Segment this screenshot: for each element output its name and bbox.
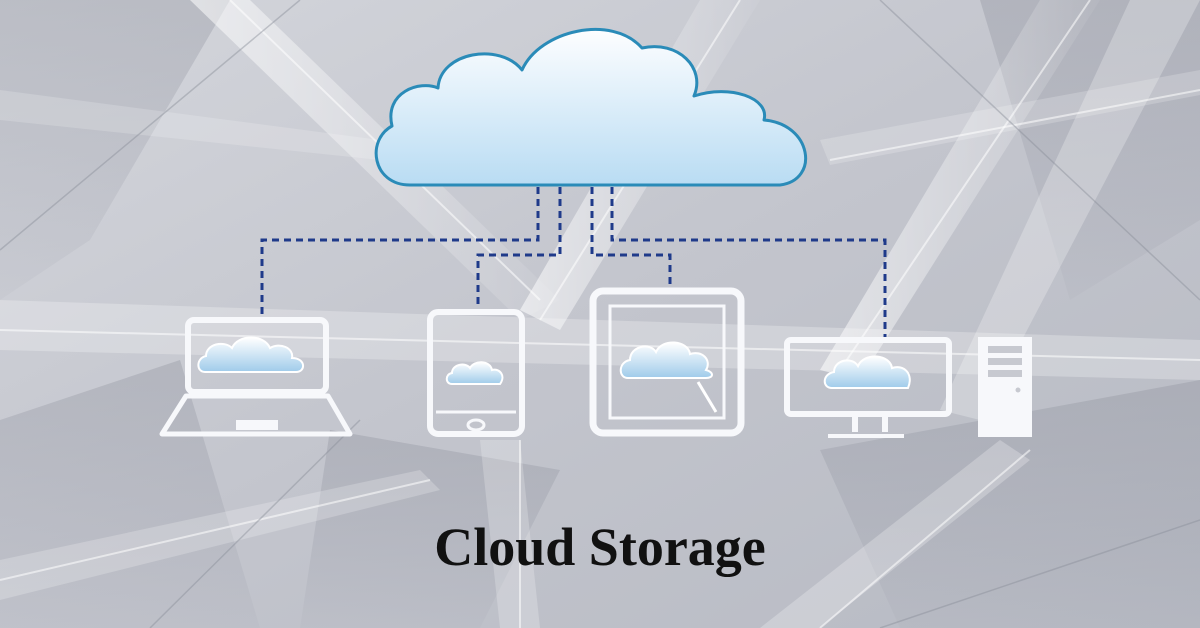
tablet-icon (589, 287, 745, 437)
cloud-icon (374, 27, 807, 187)
laptop-icon (159, 317, 353, 437)
monitor-icon (784, 337, 952, 438)
caption-title: Cloud Storage (434, 517, 766, 577)
desktop-tower-icon (978, 337, 1032, 437)
connector-monitor (610, 187, 887, 338)
smartphone-icon (427, 309, 525, 437)
connector-phone (476, 187, 562, 310)
network-connectors (260, 187, 887, 338)
connector-laptop (260, 187, 540, 318)
